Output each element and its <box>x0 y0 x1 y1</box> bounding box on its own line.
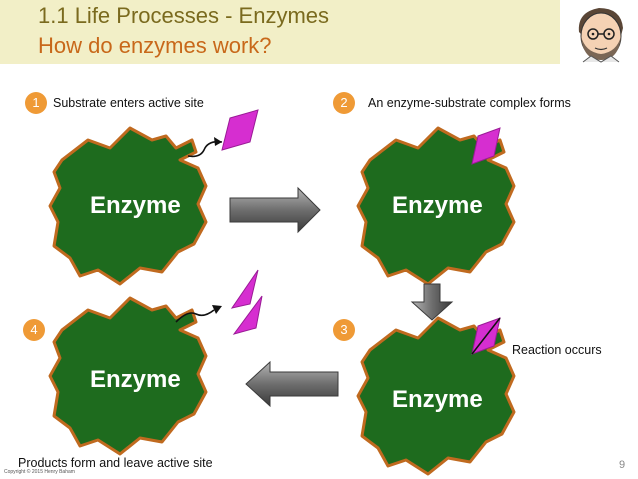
enzyme-label-4: Enzyme <box>90 366 181 393</box>
process-arrow-icon <box>229 186 321 234</box>
header-bar <box>0 0 560 64</box>
process-arrow-icon <box>410 283 454 321</box>
step-caption-3: Reaction occurs <box>512 343 602 357</box>
step-caption-1: Substrate enters active site <box>53 96 204 110</box>
substrate-2-bound <box>471 127 501 165</box>
page-number: 9 <box>619 459 626 471</box>
step-caption-4: Products form and leave active site <box>18 456 213 470</box>
curved-arrow-icon <box>175 309 215 323</box>
slide-title: 1.1 Life Processes - Enzymes <box>38 3 330 28</box>
enzyme-label-1: Enzyme <box>90 192 181 219</box>
enzyme-shape-3 <box>356 316 516 476</box>
enzyme-label-2: Enzyme <box>392 192 483 219</box>
enzyme-shape-4 <box>48 296 208 456</box>
process-arrow-icon <box>245 360 339 408</box>
reaction-split-line <box>471 317 501 355</box>
product-b <box>232 295 263 335</box>
step-badge-4: 4 <box>23 319 45 341</box>
product-a <box>230 269 259 309</box>
step-badge-3: 3 <box>333 319 355 341</box>
step-caption-2: An enzyme-substrate complex forms <box>368 96 571 110</box>
substrate-1 <box>221 109 259 151</box>
enzyme-label-3: Enzyme <box>392 386 483 413</box>
enzyme-shape-1 <box>48 126 208 286</box>
slide-subtitle: How do enzymes work? <box>38 33 272 58</box>
step-badge-1: 1 <box>25 92 47 114</box>
step-badge-2: 2 <box>333 92 355 114</box>
copyright-notice: Copyright © 2015 Henry Baham <box>4 469 75 475</box>
presenter-avatar-icon <box>565 2 637 64</box>
enzyme-shape-2 <box>356 126 516 286</box>
